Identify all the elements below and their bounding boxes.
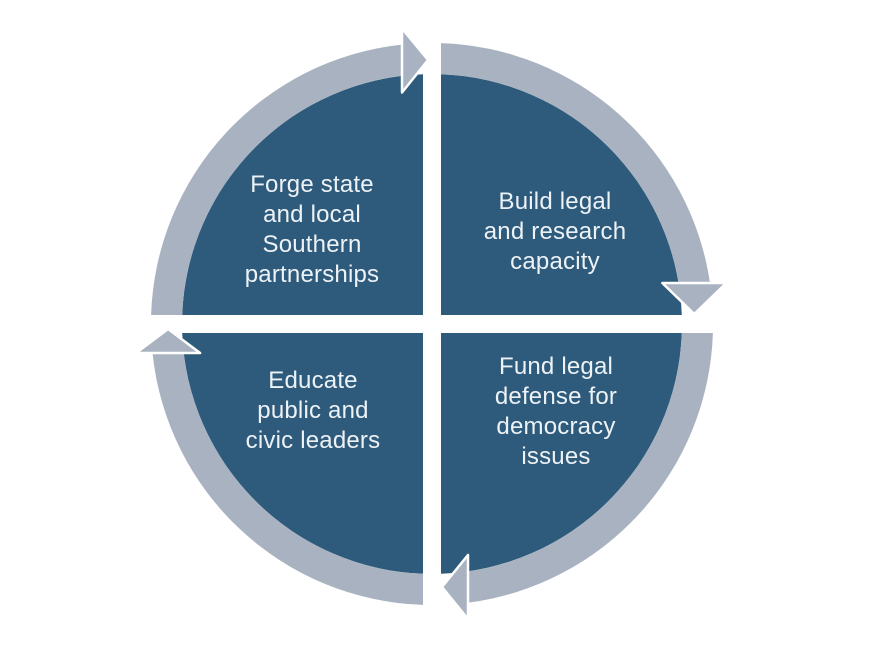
cycle-arc-bottom-right xyxy=(468,333,713,603)
segment-bottom-left xyxy=(182,333,423,574)
segment-bottom-right xyxy=(441,333,682,574)
cycle-arc-top-left xyxy=(151,44,402,315)
segment-top-right xyxy=(441,74,682,315)
arrowhead-bottom-icon xyxy=(440,553,470,621)
quadrant-label-fund-legal-defense: Fund legal defense for democracy issues xyxy=(494,353,618,470)
segment-top-left xyxy=(182,74,423,315)
quadrant-label-educate-leaders: Educate public and civic leaders xyxy=(245,367,381,454)
cycle-arc-bottom-left xyxy=(152,353,423,605)
cycle-arc-top-right xyxy=(441,43,710,283)
quadrant-label-build-capacity: Build legal and research capacity xyxy=(483,188,627,275)
arrowhead-top-icon xyxy=(400,27,430,94)
arrowhead-right-icon xyxy=(661,281,728,316)
arrowhead-left-icon xyxy=(134,327,202,355)
quadrant-label-forge-partnerships: Forge state and local Southern partnersh… xyxy=(244,171,380,288)
